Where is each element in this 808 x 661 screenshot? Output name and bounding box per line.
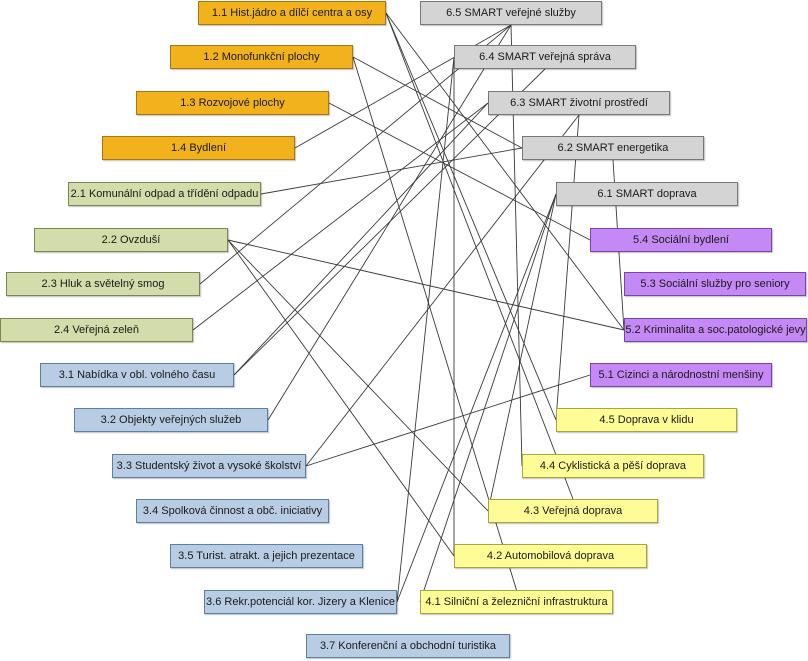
connector-line <box>227 239 489 512</box>
connector-line <box>305 114 580 467</box>
node-5-1[interactable]: 5.1 Cizinci a národnostní menšiny <box>590 363 772 387</box>
connector-line <box>305 374 591 467</box>
connector-line <box>396 56 455 603</box>
connector-line <box>555 114 580 421</box>
node-6-2[interactable]: 6.2 SMART energetika <box>522 136 704 160</box>
connector-line <box>385 12 557 421</box>
node-6-1[interactable]: 6.1 SMART doprava <box>556 182 738 206</box>
connector-line <box>260 147 523 195</box>
connector-line <box>396 193 557 603</box>
node-1-2[interactable]: 1.2 Monofunkční plochy <box>170 45 353 69</box>
node-4-1[interactable]: 4.1 Silniční a železniční infrastruktura <box>420 590 613 614</box>
connector-line <box>192 102 489 331</box>
node-3-2[interactable]: 3.2 Objekty veřejných služeb <box>74 408 268 432</box>
node-2-2[interactable]: 2.2 Ovzduší <box>34 228 228 252</box>
node-4-3[interactable]: 4.3 Veřejná doprava <box>488 499 658 523</box>
connector-line <box>233 102 489 376</box>
connector-line <box>294 24 512 149</box>
connector-line <box>227 239 455 557</box>
node-5-3[interactable]: 5.3 Sociální služby pro seniory <box>624 272 806 296</box>
node-2-3[interactable]: 2.3 Hluk a světelný smog <box>6 272 200 296</box>
connector-line <box>227 239 625 331</box>
node-5-4[interactable]: 5.4 Sociální bydlení <box>590 228 772 252</box>
node-3-4[interactable]: 3.4 Spolková činnost a obč. iniciativy <box>136 499 329 523</box>
node-1-3[interactable]: 1.3 Rozvojové plochy <box>136 91 329 115</box>
node-4-5[interactable]: 4.5 Doprava v klidu <box>556 408 737 432</box>
node-5-2[interactable]: 5.2 Kriminalita a soc.patologické jevy <box>624 318 807 342</box>
node-3-3[interactable]: 3.3 Studentský život a vysoké školství <box>112 454 306 478</box>
node-6-3[interactable]: 6.3 SMART životní prostředí <box>488 91 670 115</box>
connector-line <box>487 193 557 512</box>
node-4-4[interactable]: 4.4 Cyklistická a pěší doprava <box>522 454 704 478</box>
connector-line <box>267 24 512 421</box>
node-3-6[interactable]: 3.6 Rekr.potenciál kor. Jizery a Klenice <box>204 590 397 614</box>
node-3-7[interactable]: 3.7 Konferenční a obchodní turistika <box>306 634 510 658</box>
connector-line <box>385 12 574 500</box>
connector-line <box>385 12 625 331</box>
node-6-4[interactable]: 6.4 SMART veřejná správa <box>454 45 636 69</box>
connector-line <box>352 56 523 149</box>
node-3-5[interactable]: 3.5 Turist. atrakt. a jejich prezentace <box>170 544 363 568</box>
node-6-5[interactable]: 6.5 SMART veřejné služby <box>420 1 602 25</box>
node-3-1[interactable]: 3.1 Nabídka v obl. volného času <box>40 363 234 387</box>
connector-line <box>419 193 557 603</box>
node-2-4[interactable]: 2.4 Veřejná zeleň <box>0 318 193 342</box>
node-4-2[interactable]: 4.2 Automobilová doprava <box>454 544 647 568</box>
node-2-1[interactable]: 2.1 Komunální odpad a třídění odpadu <box>68 182 261 206</box>
node-1-1[interactable]: 1.1 Hist.jádro a dílčí centra a osy <box>198 1 386 25</box>
node-1-4[interactable]: 1.4 Bydlení <box>102 136 295 160</box>
